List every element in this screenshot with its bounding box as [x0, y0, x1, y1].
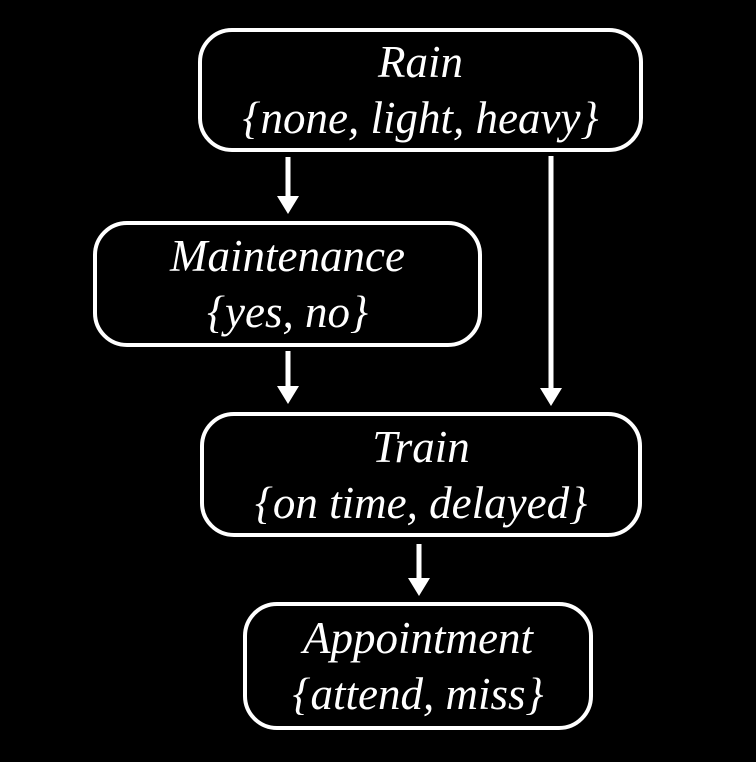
node-rain-title: Rain [378, 37, 463, 87]
edge-rain-train-arrow [540, 156, 562, 406]
node-maintenance: Maintenance {yes, no} [93, 221, 482, 347]
node-train: Train {on time, delayed} [200, 412, 642, 537]
edge-maintenance-train-arrow [277, 351, 299, 404]
node-appointment-states: {attend, miss} [292, 669, 544, 719]
node-train-states: {on time, delayed} [254, 477, 588, 528]
node-maintenance-title: Maintenance [170, 231, 405, 281]
node-rain-states: {none, light, heavy} [242, 93, 599, 143]
node-maintenance-states: {yes, no} [207, 287, 368, 337]
node-train-title: Train [372, 421, 470, 472]
node-appointment-title: Appointment [303, 613, 533, 663]
node-rain: Rain {none, light, heavy} [198, 28, 643, 152]
edge-train-appointment-arrow [408, 544, 430, 596]
node-appointment: Appointment {attend, miss} [243, 602, 593, 730]
edge-rain-maintenance-arrow [277, 157, 299, 214]
